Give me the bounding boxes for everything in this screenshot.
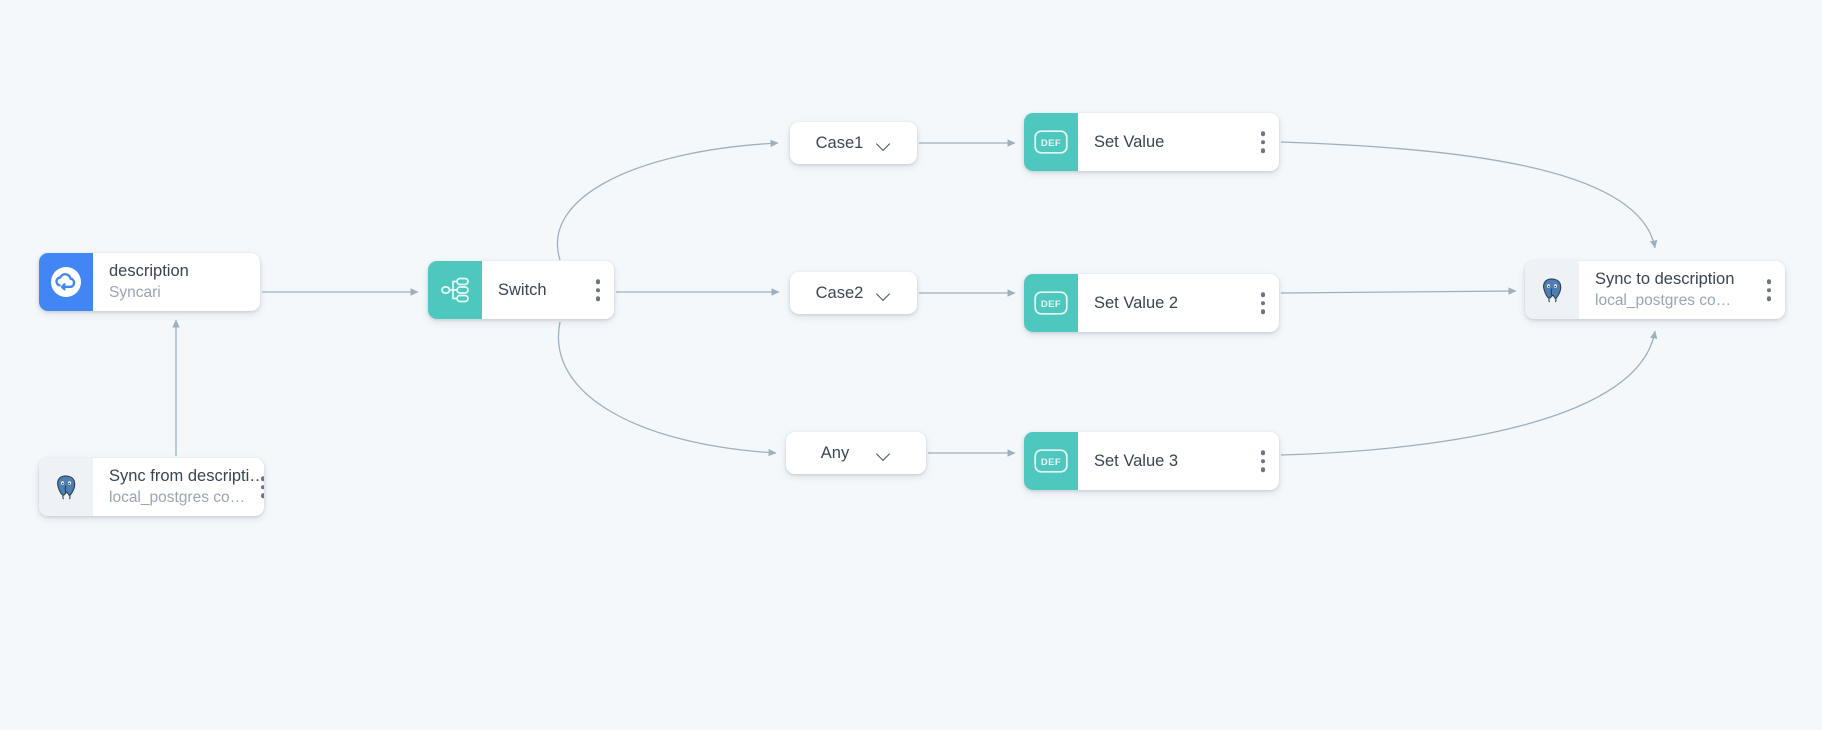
postgresql-elephant-icon bbox=[1525, 261, 1579, 319]
node-set-value[interactable]: DEF Set Value bbox=[1024, 113, 1279, 171]
node-title: description bbox=[109, 262, 189, 281]
def-badge-icon: DEF bbox=[1024, 274, 1078, 332]
kebab-menu-icon[interactable] bbox=[261, 476, 264, 498]
branch-selector-any[interactable]: Any bbox=[786, 432, 926, 474]
node-subtitle: local_postgres co… bbox=[109, 488, 246, 506]
node-switch-body: Switch bbox=[482, 261, 614, 319]
kebab-menu-icon[interactable] bbox=[1260, 450, 1265, 472]
edge-setvalue1-to-syncto bbox=[1280, 141, 1658, 249]
svg-text:DEF: DEF bbox=[1041, 457, 1061, 468]
kebab-menu-icon[interactable] bbox=[1260, 292, 1265, 314]
kebab-menu-icon[interactable] bbox=[595, 279, 600, 301]
node-subtitle: local_postgres co… bbox=[1595, 291, 1732, 309]
kebab-menu-icon[interactable] bbox=[1766, 279, 1771, 301]
node-description[interactable]: description Syncari bbox=[39, 253, 260, 311]
svg-text:DEF: DEF bbox=[1041, 299, 1061, 310]
branch-label: Case2 bbox=[815, 283, 864, 302]
node-sync-from-body: Sync from descripti… local_postgres co… bbox=[93, 458, 264, 516]
branch-label: Any bbox=[820, 443, 850, 462]
node-subtitle: Syncari bbox=[109, 283, 161, 301]
branch-label: Case1 bbox=[815, 133, 864, 152]
node-title: Set Value 3 bbox=[1094, 451, 1179, 470]
node-title: Set Value 2 bbox=[1094, 293, 1179, 312]
node-set-value-3-body: Set Value 3 bbox=[1078, 432, 1279, 490]
branch-selector-case1[interactable]: Case1 bbox=[790, 122, 917, 164]
node-sync-from-description[interactable]: Sync from descripti… local_postgres co… bbox=[39, 458, 264, 516]
svg-text:DEF: DEF bbox=[1041, 138, 1061, 149]
edge-setvalue3-to-syncto bbox=[1280, 330, 1658, 456]
node-sync-to-body: Sync to description local_postgres co… bbox=[1579, 261, 1785, 319]
node-set-value-3[interactable]: DEF Set Value 3 bbox=[1024, 432, 1279, 490]
node-title: Switch bbox=[498, 280, 547, 299]
chevron-down-icon[interactable] bbox=[877, 449, 891, 458]
node-set-value-2[interactable]: DEF Set Value 2 bbox=[1024, 274, 1279, 332]
edge-switch-to-any bbox=[557, 321, 777, 457]
def-badge-icon: DEF bbox=[1024, 432, 1078, 490]
node-switch[interactable]: Switch bbox=[428, 261, 614, 319]
node-set-value-2-body: Set Value 2 bbox=[1078, 274, 1279, 332]
edge-switch-to-case1 bbox=[557, 139, 779, 261]
node-title: Set Value bbox=[1094, 132, 1165, 151]
node-sync-to-description[interactable]: Sync to description local_postgres co… bbox=[1525, 261, 1785, 319]
postgresql-elephant-icon bbox=[39, 458, 93, 516]
def-badge-icon: DEF bbox=[1024, 113, 1078, 171]
kebab-menu-icon[interactable] bbox=[1260, 131, 1265, 153]
branch-selector-case2[interactable]: Case2 bbox=[790, 272, 917, 314]
node-title: Sync from descripti… bbox=[109, 467, 264, 486]
edge-setvalue2-to-syncto bbox=[1280, 287, 1517, 295]
syncari-cloud-icon bbox=[39, 253, 93, 311]
switch-branch-icon bbox=[428, 261, 482, 319]
node-set-value-body: Set Value bbox=[1078, 113, 1279, 171]
node-title: Sync to description bbox=[1595, 270, 1735, 289]
node-description-body: description Syncari bbox=[93, 253, 260, 311]
chevron-down-icon[interactable] bbox=[877, 289, 891, 298]
chevron-down-icon[interactable] bbox=[877, 139, 891, 148]
